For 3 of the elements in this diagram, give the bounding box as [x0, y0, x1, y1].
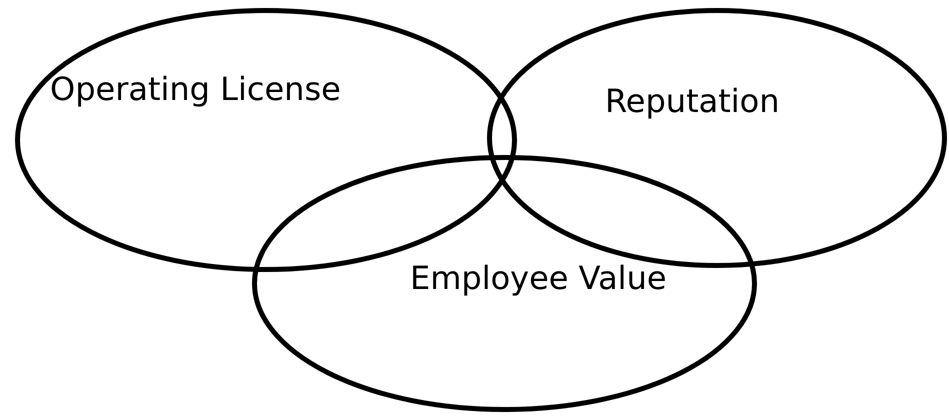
- region-label: Employee Value: [410, 259, 667, 297]
- region-label: Operating License: [50, 70, 341, 108]
- region-label: Reputation: [605, 82, 780, 120]
